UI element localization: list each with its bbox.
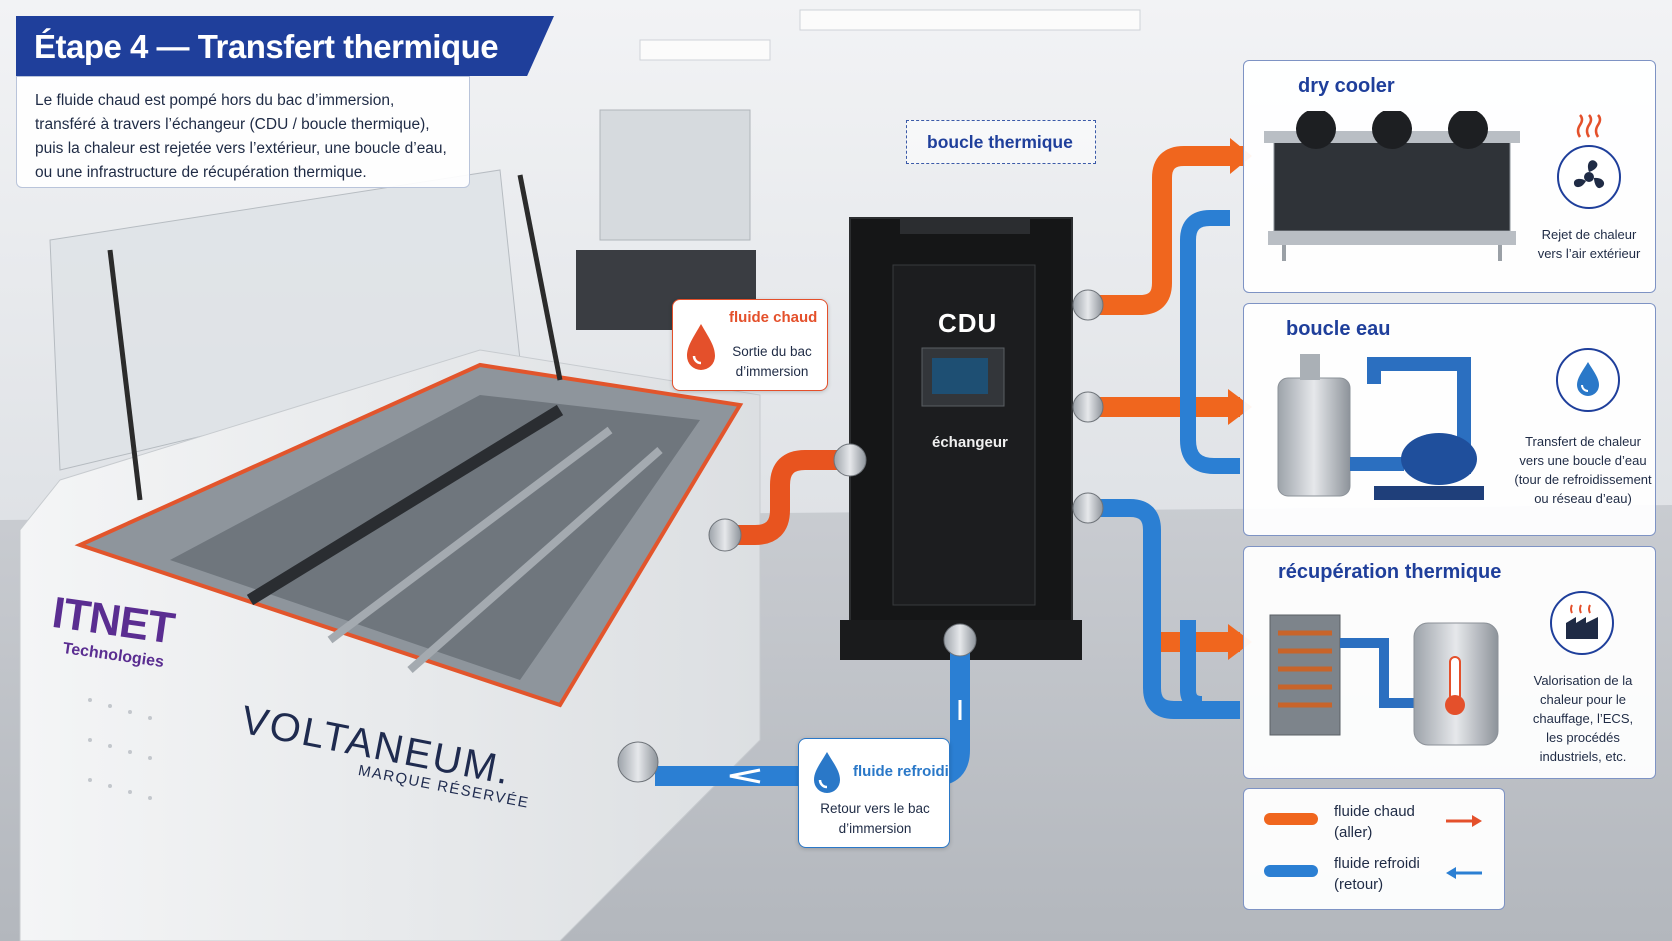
water-loop-desc: (tour de refroidissement bbox=[1514, 472, 1652, 487]
pipe-flange bbox=[1072, 289, 1104, 321]
heat-recovery-desc: chaleur pour le bbox=[1540, 692, 1626, 707]
window bbox=[599, 109, 751, 241]
gas-strut bbox=[107, 249, 143, 501]
server-rail bbox=[246, 404, 564, 606]
water-drop-icon bbox=[1556, 348, 1620, 412]
heat-waves-icon bbox=[1576, 114, 1602, 138]
hot-pipe-dry-cooler bbox=[1090, 146, 1245, 315]
pipe-flange bbox=[943, 623, 977, 657]
pipe-flange bbox=[833, 443, 867, 477]
legend-hot-swatch bbox=[1264, 813, 1318, 825]
title-banner: Étape 4 — Transfert thermique bbox=[16, 16, 554, 76]
gas-strut bbox=[517, 174, 563, 381]
water-loop-desc: vers une boucle d’eau bbox=[1519, 453, 1647, 468]
dry-cooler-title: dry cooler bbox=[1298, 75, 1395, 97]
cold-drop-icon bbox=[814, 752, 840, 793]
pipe-flange bbox=[1072, 492, 1104, 524]
heat-recovery-panel: récupération thermique Valorisation de l… bbox=[1243, 546, 1656, 779]
arrow-head bbox=[1228, 389, 1252, 425]
vent-grille-dots bbox=[88, 698, 152, 800]
legend-cold-label: (retour) bbox=[1334, 876, 1384, 893]
legend-hot-arrow-icon bbox=[1446, 815, 1482, 827]
cold-callout-title: fluide refroidi bbox=[853, 763, 949, 780]
water-loop-panel: boucle eau Transfert de chaleur vers une… bbox=[1243, 303, 1656, 536]
cdu-door bbox=[892, 264, 1036, 606]
legend: fluide chaud (aller) fluide refroidi (re… bbox=[1243, 788, 1505, 910]
pipe-flange bbox=[1072, 391, 1104, 423]
cold-callout-line: d’immersion bbox=[838, 821, 912, 836]
ceiling-light bbox=[799, 9, 1141, 31]
water-loop-title: boucle eau bbox=[1286, 318, 1391, 340]
flow-arrow bbox=[729, 768, 761, 784]
legend-cold-label: fluide refroidi bbox=[1334, 855, 1420, 872]
dry-cooler-illustration bbox=[1264, 111, 1520, 261]
pipe-flange bbox=[708, 518, 742, 552]
intro-line: puis la chaleur est rejetée vers l’extér… bbox=[35, 140, 447, 157]
cold-pipe-branch bbox=[1180, 620, 1203, 712]
thermal-loop-label: boucle thermique bbox=[927, 132, 1073, 152]
legend-hot-label: fluide chaud bbox=[1334, 803, 1415, 820]
intro-line: Le fluide chaud est pompé hors du bac d’… bbox=[35, 92, 395, 109]
dry-cooler-panel: dry cooler Rejet de chaleur vers l’air e… bbox=[1243, 60, 1656, 293]
exchanger-label: échangeur bbox=[932, 434, 1008, 451]
heat-recovery-desc: Valorisation de la bbox=[1533, 673, 1633, 688]
heat-recovery-desc: les procédés bbox=[1546, 730, 1620, 745]
intro-line: transféré à travers l’échangeur (CDU / b… bbox=[35, 116, 430, 133]
arrow-head bbox=[1230, 138, 1252, 174]
cold-pipe-return-upper bbox=[1180, 210, 1240, 474]
cold-fluid-callout: fluide refroidi Retour vers le bac d’imm… bbox=[798, 738, 950, 848]
fan-icon bbox=[1557, 145, 1621, 209]
cold-pipe-return-lower bbox=[1090, 499, 1240, 719]
dry-cooler-desc: Rejet de chaleur bbox=[1541, 227, 1637, 242]
dry-cooler-desc: vers l’air extérieur bbox=[1537, 246, 1641, 261]
legend-hot-label: (aller) bbox=[1334, 824, 1373, 841]
hot-callout-title: fluide chaud bbox=[729, 309, 818, 326]
heat-recovery-title: récupération thermique bbox=[1278, 561, 1502, 583]
cdu-screen bbox=[932, 358, 988, 394]
hot-callout-line: d’immersion bbox=[735, 364, 809, 379]
cdu-label: CDU bbox=[938, 308, 998, 338]
server-rail bbox=[407, 446, 663, 674]
legend-cold-arrow-icon bbox=[1446, 867, 1482, 879]
intro-box: Le fluide chaud est pompé hors du bac d’… bbox=[16, 76, 470, 188]
intro-line: ou une infrastructure de récupération th… bbox=[35, 164, 367, 181]
thermal-loop-label-box: boucle thermique bbox=[906, 120, 1096, 164]
hot-pipe-tank-cdu bbox=[725, 450, 850, 545]
heat-recovery-desc: chauffage, l’ECS, bbox=[1532, 711, 1634, 726]
arrow-head bbox=[1228, 624, 1252, 660]
pipe-flange bbox=[617, 741, 659, 783]
heat-recovery-illustration bbox=[1269, 614, 1499, 746]
hot-callout-line: Sortie du bac bbox=[732, 344, 812, 359]
server-rail bbox=[327, 426, 613, 644]
water-loop-desc: Transfert de chaleur bbox=[1525, 434, 1641, 449]
factory-heat-icon bbox=[1550, 591, 1614, 655]
ceiling-light bbox=[639, 39, 771, 61]
cdu-top-vent bbox=[900, 218, 1030, 234]
hot-fluid-callout: fluide chaud Sortie du bac d’immersion bbox=[672, 299, 828, 391]
water-loop-illustration bbox=[1277, 354, 1484, 500]
hot-drop-icon bbox=[687, 324, 715, 370]
heat-recovery-desc: industriels, etc. bbox=[1539, 749, 1627, 764]
page-title: Étape 4 — Transfert thermique bbox=[34, 28, 499, 65]
immersion-tank bbox=[19, 169, 761, 941]
cold-callout-line: Retour vers le bac bbox=[820, 801, 930, 816]
legend-cold-swatch bbox=[1264, 865, 1318, 877]
water-loop-desc: ou réseau d’eau) bbox=[1534, 491, 1632, 506]
